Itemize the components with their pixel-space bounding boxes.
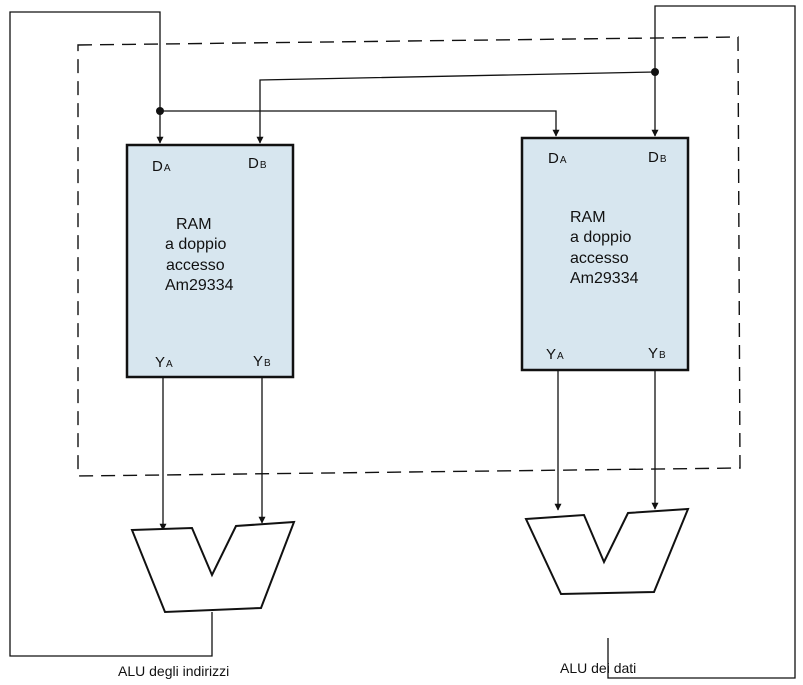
left-ram-line-1: RAM (176, 216, 212, 233)
ram-right-block (520, 136, 690, 372)
right-ram-line-2: a doppio (570, 229, 631, 246)
right-ram-ya-label: YA (546, 346, 564, 363)
ram-left-block (125, 143, 295, 379)
left-ram-da-label: DA (152, 158, 171, 175)
left-ram-line-3: accesso (166, 257, 225, 274)
junction-dot-left (156, 107, 164, 115)
right-ram-da-label: DA (548, 150, 567, 167)
alu-address-caption: ALU degli indirizzi (118, 663, 229, 679)
address-alu-feedback-wire (9, 11, 213, 657)
right-ram-yb-label: YB (648, 345, 666, 362)
data-alu-feedback-wire (607, 5, 796, 679)
alu-data-caption: ALU dei dati (560, 660, 636, 676)
left-ram-ya-label: YA (155, 354, 173, 371)
right-ram-line-1: RAM (570, 209, 606, 226)
wire-to-right-ram-da (160, 110, 560, 137)
dashed-enclosure (77, 36, 741, 477)
alu-data-shape (524, 507, 690, 596)
wire-to-left-ram-db (256, 71, 656, 144)
right-ram-line-4: Am29334 (570, 270, 639, 287)
alu-address-shape (130, 520, 296, 614)
left-ram-line-4: Am29334 (165, 277, 234, 294)
right-ram-line-3: accesso (570, 250, 629, 267)
left-ram-line-2: a doppio (165, 236, 226, 253)
junction-dot-right (651, 68, 659, 76)
left-ram-yb-label: YB (253, 353, 271, 370)
left-ram-db-label: DB (248, 155, 267, 172)
right-ram-db-label: DB (648, 149, 667, 166)
